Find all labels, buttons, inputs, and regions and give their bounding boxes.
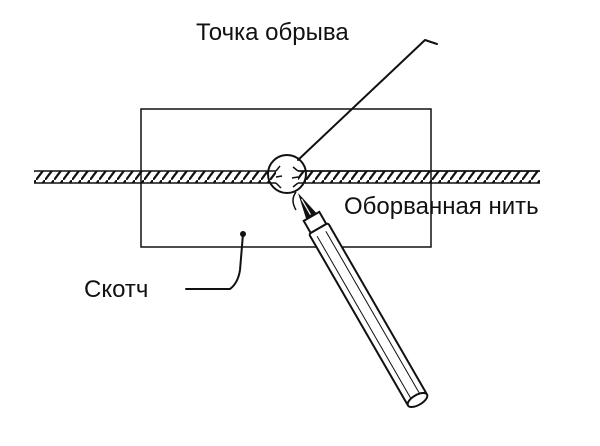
frayed-ends [275,165,299,189]
pen-tool [298,193,429,408]
thread-left [34,170,276,184]
tape-leader [185,233,244,290]
tape-label: Скотч [84,276,148,303]
break-mark [292,191,297,211]
thread-right [298,170,540,184]
break-point-label: Точка обрыва [196,19,349,46]
break-point-leader [297,39,438,161]
broken-thread-label: Оборванная нить [344,193,539,220]
tape-leader-dot [240,231,246,237]
break-point-circle [267,154,307,194]
